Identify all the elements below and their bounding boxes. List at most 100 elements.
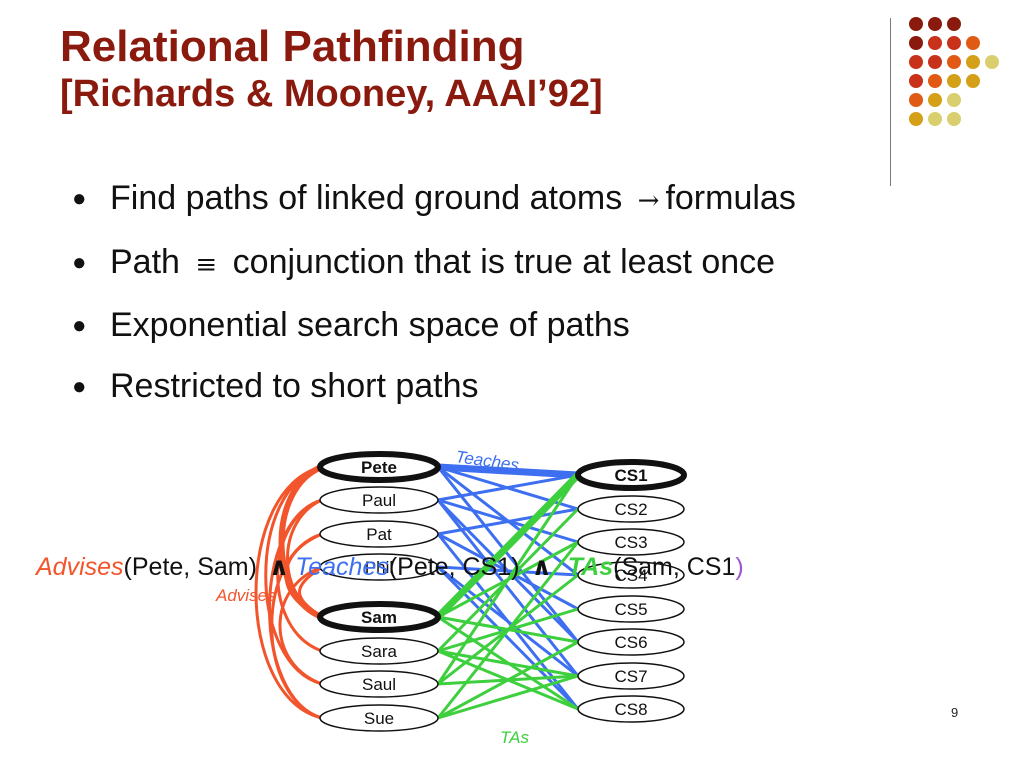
node-ellipse bbox=[577, 528, 685, 556]
decorative-dot bbox=[947, 55, 961, 69]
bullet-item: ● Restricted to short paths bbox=[72, 366, 796, 406]
decorative-dot bbox=[947, 36, 961, 50]
bullet-item: ● Path ≡ conjunction that is true at lea… bbox=[72, 242, 796, 285]
formula-advises-args: (Pete, Sam) bbox=[124, 553, 257, 581]
node-label: CS3 bbox=[614, 533, 647, 552]
formula-close-paren: ) bbox=[735, 553, 743, 581]
node-label: Sara bbox=[361, 642, 397, 661]
teaches-edge bbox=[437, 473, 579, 502]
bullet-text: Restricted to short paths bbox=[110, 367, 479, 405]
tas-edge bbox=[437, 640, 579, 720]
graph-node: Sara bbox=[319, 637, 439, 665]
teaches-edge bbox=[437, 507, 579, 536]
formula-overlay: Advises(Pete, Sam)∧Teaches(Pete, CS1)∧TA… bbox=[34, 553, 744, 581]
node-ellipse bbox=[319, 670, 439, 698]
title-line-2: [Richards & Mooney, AAAI’92] bbox=[60, 73, 603, 115]
decorative-dot bbox=[966, 74, 980, 88]
node-ellipse bbox=[577, 561, 685, 589]
tas-edge bbox=[437, 615, 579, 711]
node-ellipse bbox=[577, 628, 685, 656]
tas-edges bbox=[435, 472, 581, 720]
node-label: CS6 bbox=[614, 633, 647, 652]
advises-edge bbox=[278, 565, 323, 686]
bullet-list: ● Find paths of linked ground atoms →for… bbox=[72, 178, 796, 427]
advises-edge bbox=[298, 565, 323, 619]
graph-node: Saul bbox=[319, 670, 439, 698]
bullet-item: ● Find paths of linked ground atoms →for… bbox=[72, 178, 796, 221]
node-ellipse bbox=[317, 451, 441, 483]
graph-node: Phil bbox=[319, 553, 439, 581]
node-ellipse bbox=[577, 495, 685, 523]
equiv-symbol: ≡ bbox=[195, 250, 218, 280]
bullet-dot-icon: ● bbox=[72, 312, 87, 339]
advises-edges bbox=[254, 464, 324, 720]
graph-node: Paul bbox=[319, 486, 439, 514]
advises-label: Advises bbox=[215, 586, 276, 605]
decorative-dot bbox=[928, 93, 942, 107]
node-label: Saul bbox=[362, 675, 396, 694]
decorative-dot bbox=[947, 112, 961, 126]
bullet-text-after: conjunction that is true at least once bbox=[232, 243, 776, 281]
graph-node: CS4 bbox=[577, 561, 685, 589]
title-line-1: Relational Pathfinding bbox=[60, 22, 525, 71]
formula-tas: TAs bbox=[568, 553, 613, 581]
formula-and-2: ∧ bbox=[531, 553, 551, 581]
decorative-divider bbox=[890, 18, 891, 186]
decorative-dot bbox=[947, 74, 961, 88]
node-label: Paul bbox=[362, 491, 396, 510]
bullet-text: Exponential search space of paths bbox=[110, 306, 630, 344]
node-ellipse bbox=[577, 695, 685, 723]
decorative-dot bbox=[928, 17, 942, 31]
node-ellipse bbox=[319, 520, 439, 548]
node-label: Pete bbox=[361, 458, 397, 477]
bullet-text: Path bbox=[110, 243, 180, 281]
bullet-item: ● Exponential search space of paths bbox=[72, 305, 796, 345]
decorative-dot bbox=[909, 112, 923, 126]
teaches-edge bbox=[437, 565, 579, 678]
decorative-dot bbox=[909, 17, 923, 31]
page-number: 9 bbox=[951, 705, 959, 720]
tas-edge bbox=[437, 674, 579, 720]
node-ellipse bbox=[317, 601, 441, 633]
advises-edge bbox=[254, 465, 323, 720]
tas-label: TAs bbox=[500, 728, 529, 747]
graph-node: CS6 bbox=[577, 628, 685, 656]
graph-node: Sue bbox=[319, 704, 439, 732]
node-label: CS4 bbox=[614, 566, 647, 585]
graph-node: CS7 bbox=[577, 662, 685, 690]
formula-text: Advises(Pete, Sam)∧Teaches(Pete, CS1)∧TA… bbox=[34, 553, 744, 581]
decorative-dot bbox=[909, 55, 923, 69]
arrow-symbol: → bbox=[637, 186, 660, 216]
node-label: Sam bbox=[361, 608, 397, 627]
bullet-text-after: formulas bbox=[665, 179, 796, 217]
decorative-dot bbox=[928, 36, 942, 50]
tas-edge bbox=[435, 472, 581, 620]
node-label: CS7 bbox=[614, 667, 647, 686]
node-label: CS8 bbox=[614, 700, 647, 719]
graph-node: CS1 bbox=[575, 459, 687, 491]
formula-teaches-args: (Pete, CS1) bbox=[389, 553, 520, 581]
node-label: CS2 bbox=[614, 500, 647, 519]
graph-node: CS8 bbox=[577, 695, 685, 723]
decorative-dot bbox=[928, 112, 942, 126]
teaches-edge bbox=[436, 498, 580, 644]
node-label: Pat bbox=[366, 525, 392, 544]
node-ellipse bbox=[577, 662, 685, 690]
node-label: Sue bbox=[364, 709, 394, 728]
node-ellipse bbox=[319, 553, 439, 581]
node-label: Phil bbox=[365, 558, 393, 577]
decorative-dot bbox=[909, 74, 923, 88]
node-ellipse bbox=[319, 486, 439, 514]
slide-title: Relational Pathfinding [Richards & Moone… bbox=[60, 22, 603, 116]
bullet-dot-icon: ● bbox=[72, 249, 87, 276]
node-label: CS5 bbox=[614, 600, 647, 619]
formula-tas-args: (Sam, CS1 bbox=[613, 553, 735, 581]
decorative-dot bbox=[966, 36, 980, 50]
decorative-dot-grid bbox=[909, 17, 999, 126]
tas-edge bbox=[436, 541, 580, 719]
formula-advises: Advises bbox=[34, 553, 124, 581]
decorative-dot bbox=[909, 36, 923, 50]
decorative-dot bbox=[985, 55, 999, 69]
